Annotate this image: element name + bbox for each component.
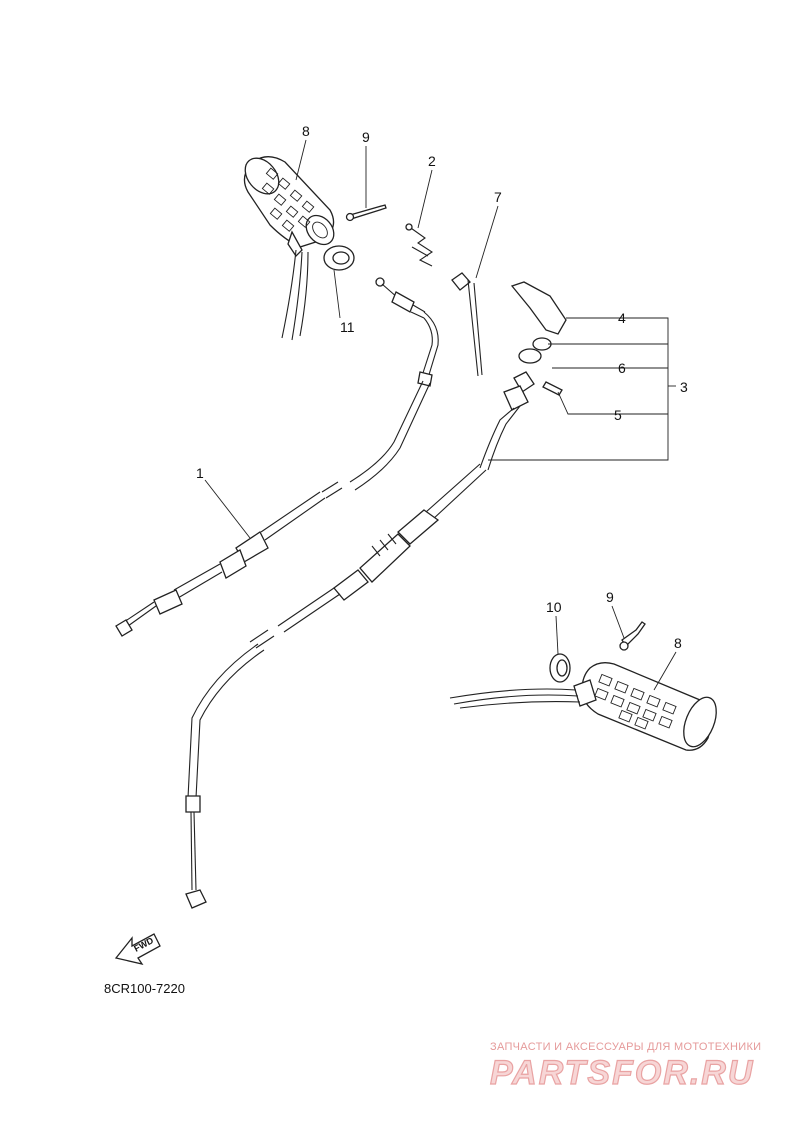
leader-lines [204, 139, 677, 691]
callout-4: 4 [618, 310, 626, 326]
callout-3: 3 [680, 379, 688, 395]
right-grip [449, 662, 717, 751]
callout-9-right: 9 [606, 589, 614, 605]
callout-2: 2 [428, 153, 436, 169]
right-collar [549, 653, 571, 683]
throttle-cable-3 [185, 281, 567, 909]
callouts: 1 2 3 4 5 6 7 8 8 9 9 10 11 [196, 123, 688, 651]
watermark: ЗАПЧАСТИ И АКСЕССУАРЫ ДЛЯ МОТОТЕХНИКИ PA… [489, 1041, 761, 1093]
bracket-3 [488, 317, 676, 461]
callout-5: 5 [614, 407, 622, 423]
watermark-subtitle: ЗАПЧАСТИ И АКСЕССУАРЫ ДЛЯ МОТОТЕХНИКИ [490, 1041, 761, 1053]
drawing-code: 8CR100-7220 [104, 981, 185, 996]
right-screw [619, 621, 646, 651]
left-bolt [345, 204, 387, 222]
fwd-arrow: FWD [114, 933, 161, 966]
throttle-cable-1 [115, 277, 439, 637]
callout-6: 6 [618, 360, 626, 376]
callout-11: 11 [340, 319, 355, 335]
left-collar [323, 245, 355, 271]
callout-8-right: 8 [674, 635, 682, 651]
callout-1: 1 [196, 465, 204, 481]
callout-8-left: 8 [302, 123, 310, 139]
cable-band [451, 272, 483, 377]
callout-9-left: 9 [362, 129, 370, 145]
callout-10: 10 [546, 599, 562, 615]
left-grip [243, 156, 335, 341]
watermark-brand: PARTSFOR.RU [490, 1054, 754, 1092]
callout-7: 7 [494, 189, 502, 205]
wire-clip [405, 223, 434, 267]
